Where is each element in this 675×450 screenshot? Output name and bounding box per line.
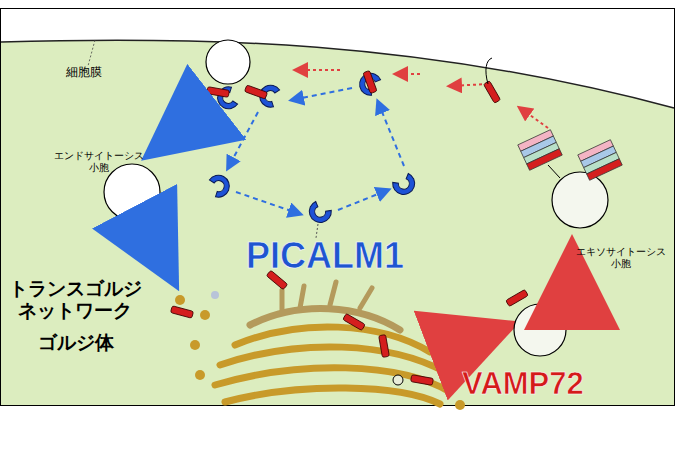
vamp72-protein: [207, 87, 230, 98]
vamp72-protein: [411, 375, 434, 386]
exocytosis-arrow: [566, 258, 578, 292]
vamp72-protein: [244, 85, 267, 99]
protein-label: VAMP72: [462, 368, 642, 399]
vamp72-protein: [170, 306, 193, 318]
leader-line: [88, 40, 95, 66]
vamp72-protein: [506, 289, 529, 306]
vamp72-protein: [343, 313, 366, 330]
picalm1-protein: [356, 69, 382, 97]
endocytic-pit: [206, 40, 250, 84]
exocytosis-arrow: [440, 330, 498, 352]
membrane-label: 細胞膜: [66, 66, 126, 80]
vamp72-protein: [363, 70, 377, 93]
cytoplasm: [1, 40, 674, 405]
picalm1-protein: [391, 172, 419, 198]
golgi-vesicles: [175, 291, 465, 410]
recycling-arrows: [228, 88, 404, 214]
organelle-label: トランスゴルジ ネットワーク: [0, 278, 150, 322]
plasma-membrane: [1, 40, 674, 108]
fusion-arrows: [296, 70, 548, 128]
frame: [1, 9, 675, 406]
exocytic-vesicle: [514, 304, 566, 356]
snare-complex: [518, 130, 622, 181]
vesicle-label: エンドサイトーシス 小胞: [44, 150, 154, 173]
endocytic-vesicle: [104, 164, 160, 220]
leader-line: [316, 224, 318, 238]
organelle-label: ゴルジ体: [38, 332, 148, 354]
vamp72-protein: [483, 81, 500, 104]
anchor-line: [548, 165, 560, 178]
endocytosis-arrow: [160, 118, 196, 146]
picalm1-protein: [209, 172, 233, 199]
exocytic-vesicle: [552, 172, 608, 228]
protein-label: PICALM1: [246, 238, 446, 274]
vesicle-label: エキソサイトーシス 小胞: [566, 246, 675, 269]
golgi-apparatus: [215, 282, 450, 404]
picalm1-protein: [305, 200, 333, 226]
vamp72-protein: [379, 335, 390, 358]
vamp72-protein: [98, 219, 121, 233]
transport-arrow: [146, 228, 168, 270]
anchor-line: [486, 58, 492, 84]
